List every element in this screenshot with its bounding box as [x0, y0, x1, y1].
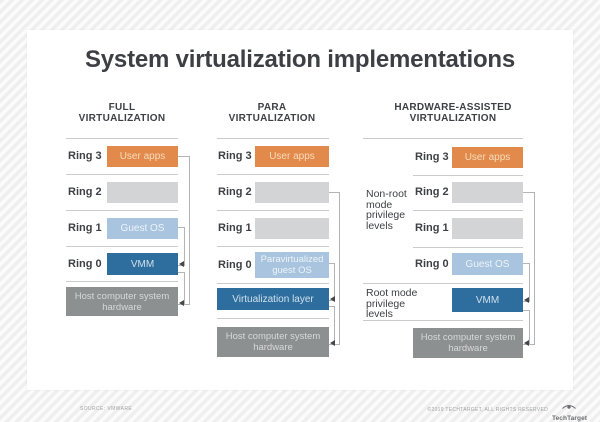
- ring-label: Ring 2: [68, 186, 102, 198]
- ring-label: Ring 1: [415, 222, 449, 234]
- box-user-apps: User apps: [107, 146, 178, 167]
- ring-label: Ring 3: [68, 150, 102, 162]
- arrowhead-icon: [330, 296, 335, 302]
- divider-rule: [413, 175, 523, 176]
- box-empty-ring2: [107, 182, 178, 203]
- box-empty-ring2: [452, 182, 523, 203]
- ring-label: Ring 1: [68, 222, 102, 234]
- box-vmm: VMM: [107, 253, 178, 275]
- side-label-non-root-mode: Non-root mode privilege levels: [366, 188, 407, 232]
- divider-rule: [217, 318, 329, 319]
- divider-rule: [66, 174, 178, 175]
- divider-rule: [66, 138, 178, 139]
- divider-rule: [66, 246, 178, 247]
- ring-label: Ring 2: [415, 186, 449, 198]
- hardware-box: Host computer system hardware: [413, 328, 523, 358]
- ring-label: Ring 1: [218, 222, 252, 234]
- divider-rule: [217, 138, 329, 139]
- ring-label: Ring 0: [218, 259, 252, 271]
- arrowhead-icon: [524, 340, 529, 346]
- divider-rule: [217, 210, 329, 211]
- side-label-root-mode: Root mode privilege levels: [366, 287, 418, 320]
- column-header: PARA VIRTUALIZATION: [228, 102, 316, 124]
- ring-label: Ring 3: [218, 150, 252, 162]
- ring-label: Ring 0: [68, 258, 102, 270]
- footer-copyright: ©2019 TECHTARGET, ALL RIGHTS RESERVED: [427, 407, 548, 413]
- arrowhead-icon: [524, 297, 529, 303]
- box-empty-ring1: [255, 218, 329, 239]
- hardware-box: Host computer system hardware: [217, 327, 329, 357]
- arrowhead-icon: [179, 300, 184, 306]
- box-empty-ring1: [452, 218, 523, 239]
- divider-rule: [217, 283, 329, 284]
- divider-rule: [217, 174, 329, 175]
- divider-rule: [363, 138, 523, 139]
- techtarget-wordmark: TechTarget: [552, 415, 588, 422]
- arrowhead-icon: [179, 261, 184, 267]
- box-empty-ring2: [255, 182, 329, 203]
- column-header: FULL VIRTUALIZATION: [78, 102, 166, 124]
- box-user-apps: User apps: [255, 146, 329, 167]
- page-title: System virtualization implementations: [84, 46, 516, 73]
- box-user-apps: User apps: [452, 147, 523, 168]
- box-guest-os: Guest OS: [452, 253, 523, 275]
- techtarget-logo: TechTarget: [552, 397, 588, 422]
- divider-rule: [363, 320, 523, 321]
- divider-rule: [66, 281, 178, 282]
- divider-rule: [66, 210, 178, 211]
- divider-rule: [413, 247, 523, 248]
- eye-icon: [562, 405, 576, 409]
- box-paravirtualized-guest-os: Paravirtualized guest OS: [255, 252, 329, 278]
- box-vmm: VMM: [452, 288, 523, 312]
- ring-label: Ring 2: [218, 186, 252, 198]
- virtualization-layer-box: Virtualization layer: [217, 288, 329, 310]
- box-guest-os: Guest OS: [107, 218, 178, 239]
- footer-source-credit: SOURCE: VMWARE: [80, 406, 133, 412]
- column-header: HARDWARE-ASSISTED VIRTUALIZATION: [394, 102, 512, 124]
- divider-rule: [217, 246, 329, 247]
- divider-rule: [413, 210, 523, 211]
- arrowhead-icon: [330, 340, 335, 346]
- ring-label: Ring 0: [415, 258, 449, 270]
- hardware-box: Host computer system hardware: [66, 287, 178, 316]
- ring-label: Ring 3: [415, 151, 449, 163]
- divider-rule: [363, 283, 523, 284]
